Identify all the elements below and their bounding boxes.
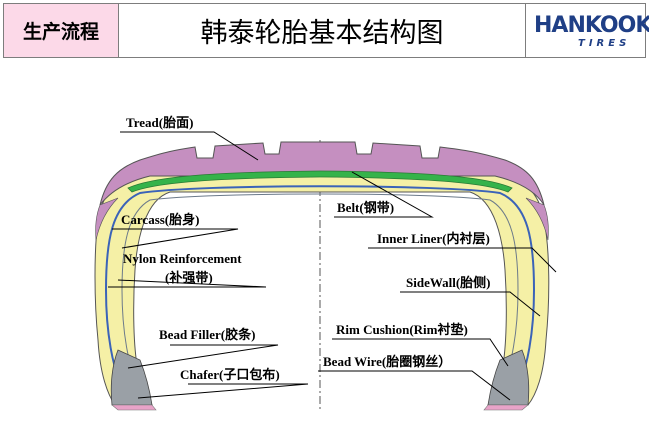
inner-liner-line (121, 193, 519, 391)
chafer-right (483, 404, 529, 411)
hankook-logo: HANKOOK TIRES (525, 3, 649, 58)
label-nylon-line2: (补强带) (165, 270, 213, 285)
belt-shape (127, 170, 513, 193)
chafer-left (111, 404, 157, 411)
label-belt: Belt(钢带) (337, 200, 394, 215)
section-label: 生产流程 (3, 3, 119, 58)
header: 生产流程 韩泰轮胎基本结构图 HANKOOK TIRES (0, 0, 649, 62)
label-chafer: Chafer(子口包布) (180, 367, 280, 382)
carcass-line (104, 185, 536, 394)
bead-right (487, 349, 530, 406)
label-sidewall: SideWall(胎侧) (406, 275, 491, 290)
label-nylon-line1: Nylon Reinforcement (123, 251, 242, 266)
label-bead-filler: Bead Filler(胶条) (159, 327, 255, 342)
logo-subtext: TIRES (578, 38, 631, 49)
tire-cross-section-diagram: Tread(胎面) Carcass(胎身) Nylon Reinforcemen… (94, 115, 557, 412)
page-title: 韩泰轮胎基本结构图 (119, 3, 525, 58)
logo-text: HANKOOK (534, 13, 649, 38)
label-inner-liner: Inner Liner(内衬层) (377, 231, 490, 246)
label-carcass: Carcass(胎身) (121, 212, 199, 227)
tread-left-shoulder (95, 197, 119, 241)
leader-lines (108, 131, 557, 401)
label-bead-wire: Bead Wire(胎圈钢丝） (323, 354, 451, 369)
bead-left (110, 349, 153, 406)
label-rim-cushion: Rim Cushion(Rim衬垫) (336, 322, 468, 337)
label-tread: Tread(胎面) (126, 115, 193, 130)
tread-right-shoulder (525, 197, 549, 241)
